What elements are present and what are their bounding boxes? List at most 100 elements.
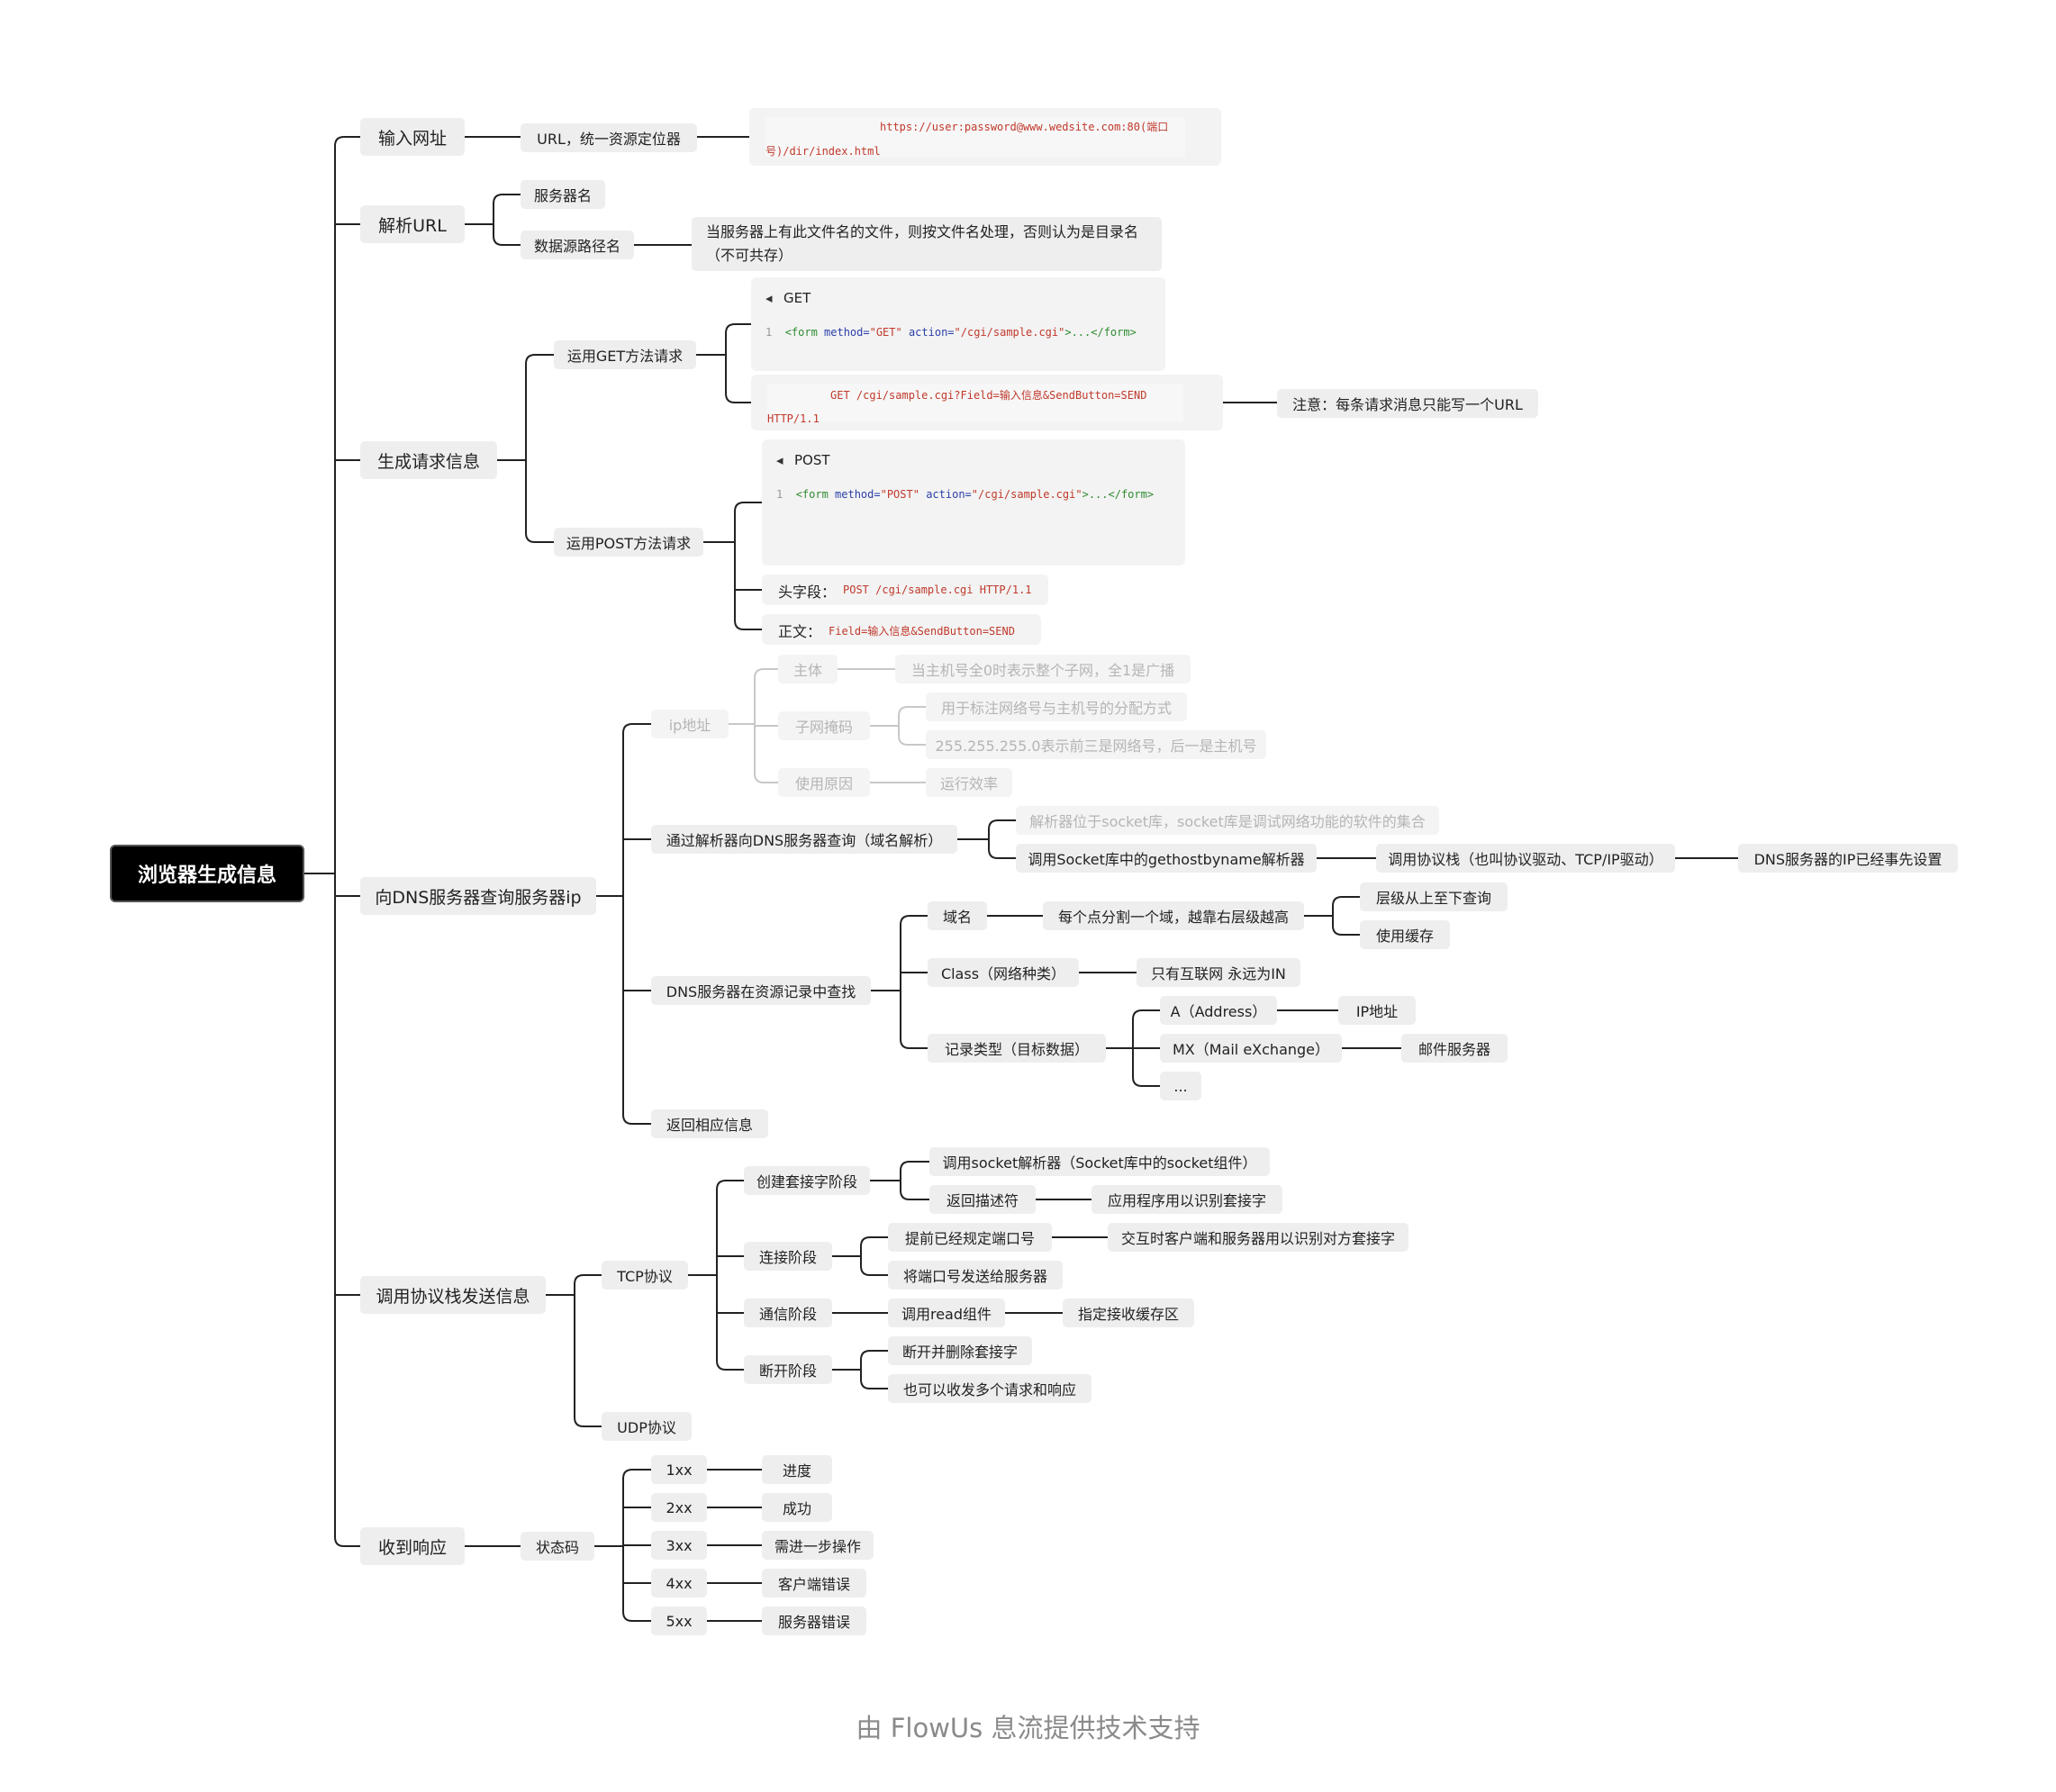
node-server-name[interactable]: 服务器名	[521, 180, 605, 209]
node-record-a[interactable]: A（Address）	[1160, 996, 1277, 1025]
node-return-info[interactable]: 返回相应信息	[651, 1109, 768, 1138]
connector	[622, 1469, 651, 1480]
status-code-meaning[interactable]: 需进一步操作	[762, 1531, 874, 1560]
get-request-card[interactable]: GET /cgi/sample.cgi?Field=输入信息&SendButto…	[751, 375, 1223, 430]
node-record-more[interactable]: ...	[1160, 1072, 1201, 1100]
status-code-item[interactable]: 3xx	[651, 1531, 707, 1560]
node-connect[interactable]: 连接阶段	[744, 1242, 832, 1271]
node-input-url[interactable]: 输入网址	[360, 118, 465, 156]
node-communicate-1[interactable]: 调用read组件	[888, 1299, 1005, 1327]
node-call-protocol-stack[interactable]: 调用协议栈发送信息	[360, 1276, 546, 1314]
code-attr: action=	[901, 326, 955, 339]
connector	[734, 502, 762, 512]
node-record-type[interactable]: 记录类型（目标数据）	[928, 1034, 1106, 1063]
collapse-caret-icon[interactable]: ◂	[776, 452, 783, 468]
connector	[900, 1161, 929, 1172]
post-body-card[interactable]: 正文： Field=输入信息&SendButton=SEND	[762, 614, 1041, 645]
url-example-card[interactable]: https://user:password@www.wedsite.com:80…	[749, 108, 1221, 166]
post-header-card[interactable]: 头字段： POST /cgi/sample.cgi HTTP/1.1	[762, 575, 1048, 605]
status-code-item[interactable]: 1xx	[651, 1455, 707, 1484]
code-tag: <form	[795, 488, 829, 501]
node-resolver-note2[interactable]: 调用Socket库中的gethostbyname解析器	[1016, 844, 1317, 873]
node-status-code[interactable]: 状态码	[521, 1532, 594, 1561]
node-create-socket-2[interactable]: 返回描述符	[929, 1185, 1036, 1214]
node-connect-1[interactable]: 提前已经规定端口号	[888, 1223, 1052, 1252]
node-dns-lookup[interactable]: DNS服务器在资源记录中查找	[651, 976, 871, 1005]
node-parse-url[interactable]: 解析URL	[360, 205, 465, 243]
post-header-code: POST /cgi/sample.cgi HTTP/1.1	[843, 584, 1032, 596]
root-node[interactable]: 浏览器生成信息	[110, 845, 304, 902]
node-ip-host[interactable]: 主体	[778, 655, 838, 683]
node-domain-query1[interactable]: 层级从上至下查询	[1360, 882, 1508, 911]
node-resolver-note1[interactable]: 解析器位于socket库，socket库是调试网络功能的软件的集合	[1016, 806, 1439, 835]
node-domain-note[interactable]: 每个点分割一个域，越靠右层级越高	[1043, 901, 1304, 930]
node-record-mx-note[interactable]: 邮件服务器	[1401, 1034, 1508, 1063]
node-resolver-query[interactable]: 通过解析器向DNS服务器查询（域名解析）	[651, 825, 957, 854]
node-disconnect-2[interactable]: 也可以收发多个请求和响应	[888, 1374, 1091, 1403]
node-url-definition[interactable]: URL，统一资源定位器	[521, 123, 697, 152]
connector	[988, 848, 1016, 859]
connector	[525, 354, 554, 365]
connector	[734, 620, 762, 630]
post-body-code: Field=输入信息&SendButton=SEND	[829, 625, 1015, 638]
node-get-note[interactable]: 注意：每条请求消息只能写一个URL	[1277, 389, 1538, 418]
post-code-card[interactable]: ◂ POST 1 <form method="POST" action="/cg…	[762, 439, 1185, 566]
node-tcp[interactable]: TCP协议	[602, 1261, 688, 1290]
node-post-method[interactable]: 运用POST方法请求	[554, 528, 703, 557]
node-dns-ip-preset[interactable]: DNS服务器的IP已经事先设置	[1738, 844, 1958, 873]
connector	[860, 1265, 888, 1276]
connector	[860, 1236, 888, 1247]
get-code-card[interactable]: ◂ GET 1 <form method="GET" action="/cgi/…	[751, 277, 1165, 371]
node-reason-note[interactable]: 运行效率	[926, 768, 1012, 797]
status-code-meaning[interactable]: 服务器错误	[762, 1606, 866, 1635]
code-attr: method=	[828, 488, 881, 501]
status-code-item[interactable]: 5xx	[651, 1606, 707, 1635]
collapse-caret-icon[interactable]: ◂	[765, 290, 773, 306]
code-value: "POST"	[880, 488, 919, 501]
node-ip-address[interactable]: ip地址	[651, 710, 729, 738]
node-domain-query2[interactable]: 使用缓存	[1360, 920, 1450, 949]
node-record-a-note[interactable]: IP地址	[1338, 996, 1416, 1025]
node-data-path[interactable]: 数据源路径名	[521, 231, 634, 259]
node-communicate[interactable]: 通信阶段	[744, 1299, 832, 1327]
status-code-item[interactable]: 2xx	[651, 1493, 707, 1522]
status-code-meaning[interactable]: 进度	[762, 1455, 832, 1484]
node-create-socket[interactable]: 创建套接字阶段	[744, 1166, 870, 1195]
code-value: "/cgi/sample.cgi"	[971, 488, 1082, 501]
node-mask-note2[interactable]: 255.255.255.0表示前三是网络号，后一是主机号	[926, 730, 1266, 759]
node-create-socket-1[interactable]: 调用socket解析器（Socket库中的socket组件）	[929, 1147, 1270, 1176]
connector	[493, 194, 521, 204]
node-disconnect-1[interactable]: 断开并删除套接字	[888, 1336, 1032, 1365]
node-domain[interactable]: 域名	[928, 901, 987, 930]
node-class-note[interactable]: 只有互联网 永远为IN	[1137, 958, 1300, 987]
node-mask-note1[interactable]: 用于标注网络号与主机号的分配方式	[926, 692, 1187, 721]
node-class[interactable]: Class（网络种类）	[928, 958, 1079, 987]
status-code-meaning[interactable]: 成功	[762, 1493, 832, 1522]
node-receive-response[interactable]: 收到响应	[360, 1527, 465, 1565]
node-dns-query[interactable]: 向DNS服务器查询服务器ip	[360, 877, 596, 915]
connector	[622, 1611, 651, 1622]
get-request-line2: HTTP/1.1	[767, 412, 820, 425]
node-record-mx[interactable]: MX（Mail eXchange）	[1160, 1034, 1342, 1063]
status-code-meaning[interactable]: 客户端错误	[762, 1569, 866, 1597]
node-protocol-stack[interactable]: 调用协议栈（也叫协议驱动、TCP/IP驱动）	[1376, 844, 1675, 873]
code-value: "GET"	[869, 326, 902, 339]
node-connect-1-note[interactable]: 交互时客户端和服务器用以识别对方套接字	[1108, 1223, 1408, 1252]
connector	[1332, 925, 1360, 936]
url-example-line1: https://user:password@www.wedsite.com:80…	[880, 121, 1169, 133]
node-udp[interactable]: UDP协议	[602, 1412, 692, 1441]
node-create-socket-2-note[interactable]: 应用程序用以识别套接字	[1091, 1185, 1282, 1214]
node-communicate-1-note[interactable]: 指定接收缓存区	[1063, 1299, 1194, 1327]
node-disconnect[interactable]: 断开阶段	[744, 1355, 832, 1384]
node-subnet-mask[interactable]: 子网掩码	[778, 711, 870, 740]
node-generate-request[interactable]: 生成请求信息	[360, 441, 497, 479]
status-code-item[interactable]: 4xx	[651, 1569, 707, 1597]
node-data-path-note[interactable]: 当服务器上有此文件名的文件，则按文件名处理，否则认为是目录名（不可共存）	[692, 217, 1162, 271]
node-get-method[interactable]: 运用GET方法请求	[554, 340, 696, 369]
get-code-line: 1 <form method="GET" action="/cgi/sample…	[765, 326, 1137, 339]
node-connect-2[interactable]: 将端口号发送给服务器	[888, 1261, 1063, 1290]
node-ip-host-note[interactable]: 当主机号全0时表示整个子网，全1是广播	[895, 655, 1191, 683]
node-use-reason[interactable]: 使用原因	[778, 768, 870, 797]
get-card-title: GET	[783, 290, 811, 306]
line-number: 1	[765, 326, 773, 339]
